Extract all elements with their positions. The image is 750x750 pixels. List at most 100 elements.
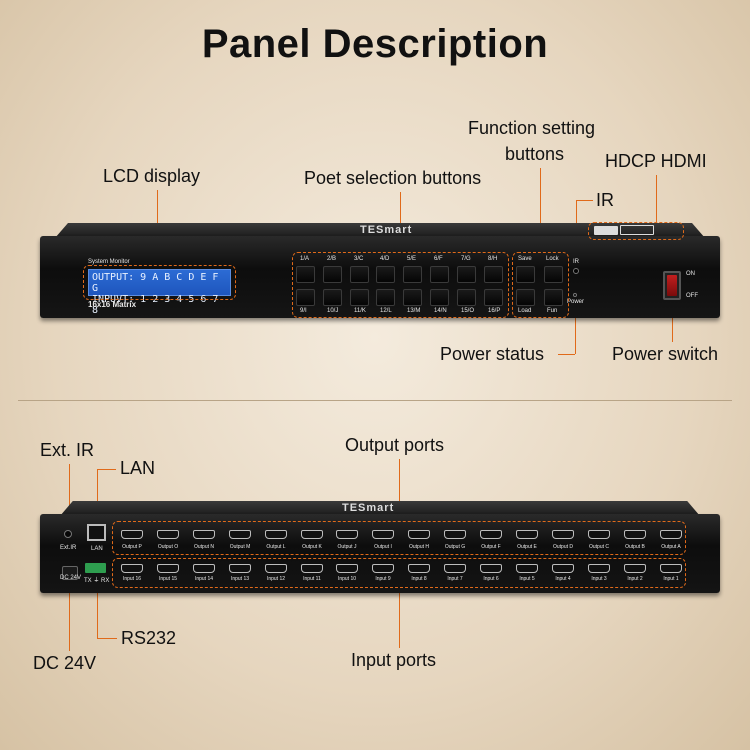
output-port-n[interactable]	[193, 530, 215, 539]
input-port-5[interactable]	[516, 564, 538, 573]
output-port-f[interactable]	[480, 530, 502, 539]
input-port-10[interactable]	[336, 564, 358, 573]
rs232-leader-h	[97, 638, 117, 639]
output-port-b[interactable]	[624, 530, 646, 539]
hdcp-highlight	[588, 222, 684, 240]
load-button[interactable]	[516, 289, 535, 306]
hdcp-hdmi-label: HDCP HDMI	[605, 151, 707, 171]
output-port-label: Output I	[374, 544, 392, 550]
input-port-label: Input 7	[447, 576, 463, 582]
input-port-label: Input 14	[194, 576, 214, 582]
output-port-label: Output G	[444, 544, 466, 550]
power-status-label: Power status	[440, 344, 545, 364]
port-button-12-l[interactable]	[376, 289, 395, 306]
output-port-k[interactable]	[301, 530, 323, 539]
power-status-leader-h	[558, 354, 575, 355]
port-button-9-i[interactable]	[296, 289, 315, 306]
dc-power-jack[interactable]	[62, 566, 78, 580]
port-button-13-m[interactable]	[403, 289, 422, 306]
input-port-15[interactable]	[157, 564, 179, 573]
output-port-c[interactable]	[588, 530, 610, 539]
save-button[interactable]	[516, 266, 535, 283]
lan-port[interactable]	[87, 524, 106, 541]
port-button-16-p[interactable]	[484, 289, 503, 306]
port-button-11-k[interactable]	[350, 289, 369, 306]
input-port-12[interactable]	[265, 564, 287, 573]
port-button-1-a[interactable]	[296, 266, 315, 283]
output-port-g[interactable]	[444, 530, 466, 539]
input-port-label: Input 12	[266, 576, 286, 582]
port-button-15-o[interactable]	[457, 289, 476, 306]
output-port-o[interactable]	[157, 530, 179, 539]
back-panel	[40, 514, 720, 593]
input-port-2[interactable]	[624, 564, 646, 573]
fun-label: Fun	[547, 308, 558, 314]
output-port-m[interactable]	[229, 530, 251, 539]
output-port-h[interactable]	[408, 530, 430, 539]
input-port-3[interactable]	[588, 564, 610, 573]
output-port-label: Output A	[661, 544, 681, 550]
port-button-5-e[interactable]	[403, 266, 422, 283]
load-label: Load	[518, 308, 532, 314]
output-port-label: Output C	[588, 544, 609, 550]
input-port-14[interactable]	[193, 564, 215, 573]
lock-button[interactable]	[544, 266, 563, 283]
port-button-label: 3/C	[354, 256, 364, 262]
port-button-14-n[interactable]	[430, 289, 449, 306]
input-port-6[interactable]	[480, 564, 502, 573]
output-port-i[interactable]	[372, 530, 394, 539]
port-button-label: 5/E	[407, 256, 417, 262]
output-port-label: Output H	[408, 544, 429, 550]
port-button-8-h[interactable]	[484, 266, 503, 283]
output-ports-leader	[399, 459, 400, 521]
port-button-10-j[interactable]	[323, 289, 342, 306]
output-port-label: Output D	[552, 544, 573, 550]
input-port-13[interactable]	[229, 564, 251, 573]
lan-label: LAN	[120, 458, 156, 478]
input-port-1[interactable]	[660, 564, 682, 573]
port-button-label: 15/O	[461, 308, 475, 314]
output-port-d[interactable]	[552, 530, 574, 539]
output-port-p[interactable]	[121, 530, 143, 539]
port-button-3-c[interactable]	[350, 266, 369, 283]
input-port-16[interactable]	[121, 564, 143, 573]
output-port-label: Output E	[517, 544, 537, 550]
port-button-label: 12/L	[380, 308, 392, 314]
function-setting-label-2: buttons	[505, 144, 565, 164]
output-port-j[interactable]	[336, 530, 358, 539]
rs232-terminal[interactable]	[85, 563, 106, 573]
lan-leader-v	[97, 469, 98, 522]
output-port-e[interactable]	[516, 530, 538, 539]
output-port-label: Output O	[157, 544, 179, 550]
input-port-7[interactable]	[444, 564, 466, 573]
input-port-8[interactable]	[408, 564, 430, 573]
output-port-label: Output B	[625, 544, 645, 550]
input-port-label: Input 13	[230, 576, 250, 582]
input-port-4[interactable]	[552, 564, 574, 573]
input-port-11[interactable]	[301, 564, 323, 573]
port-button-7-g[interactable]	[457, 266, 476, 283]
port-button-6-f[interactable]	[430, 266, 449, 283]
output-port-a[interactable]	[660, 530, 682, 539]
power-switch[interactable]	[663, 271, 681, 300]
fun-button[interactable]	[544, 289, 563, 306]
dc24v-label: DC 24V	[33, 653, 97, 673]
input-port-label: Input 3	[591, 576, 607, 582]
ext-ir-port-label: Ext.IR	[60, 545, 77, 551]
ext-ir-jack-icon[interactable]	[64, 530, 72, 538]
output-port-label: Output J	[337, 544, 357, 550]
function-leader	[540, 168, 541, 252]
lcd-highlight	[83, 265, 236, 300]
power-status-leader-v	[575, 305, 576, 354]
port-button-2-b[interactable]	[323, 266, 342, 283]
back-brand-logo: TESmart	[342, 502, 395, 514]
input-port-9[interactable]	[372, 564, 394, 573]
port-button-4-d[interactable]	[376, 266, 395, 283]
ext-ir-label: Ext. IR	[40, 440, 95, 460]
function-setting-label-1: Function setting	[468, 118, 596, 138]
power-switch-label: Power switch	[612, 344, 719, 364]
output-port-l[interactable]	[265, 530, 287, 539]
model-label: 16x16 Matrix	[88, 300, 137, 309]
ir-sensor-icon	[573, 268, 579, 274]
port-selection-highlight	[292, 252, 509, 318]
